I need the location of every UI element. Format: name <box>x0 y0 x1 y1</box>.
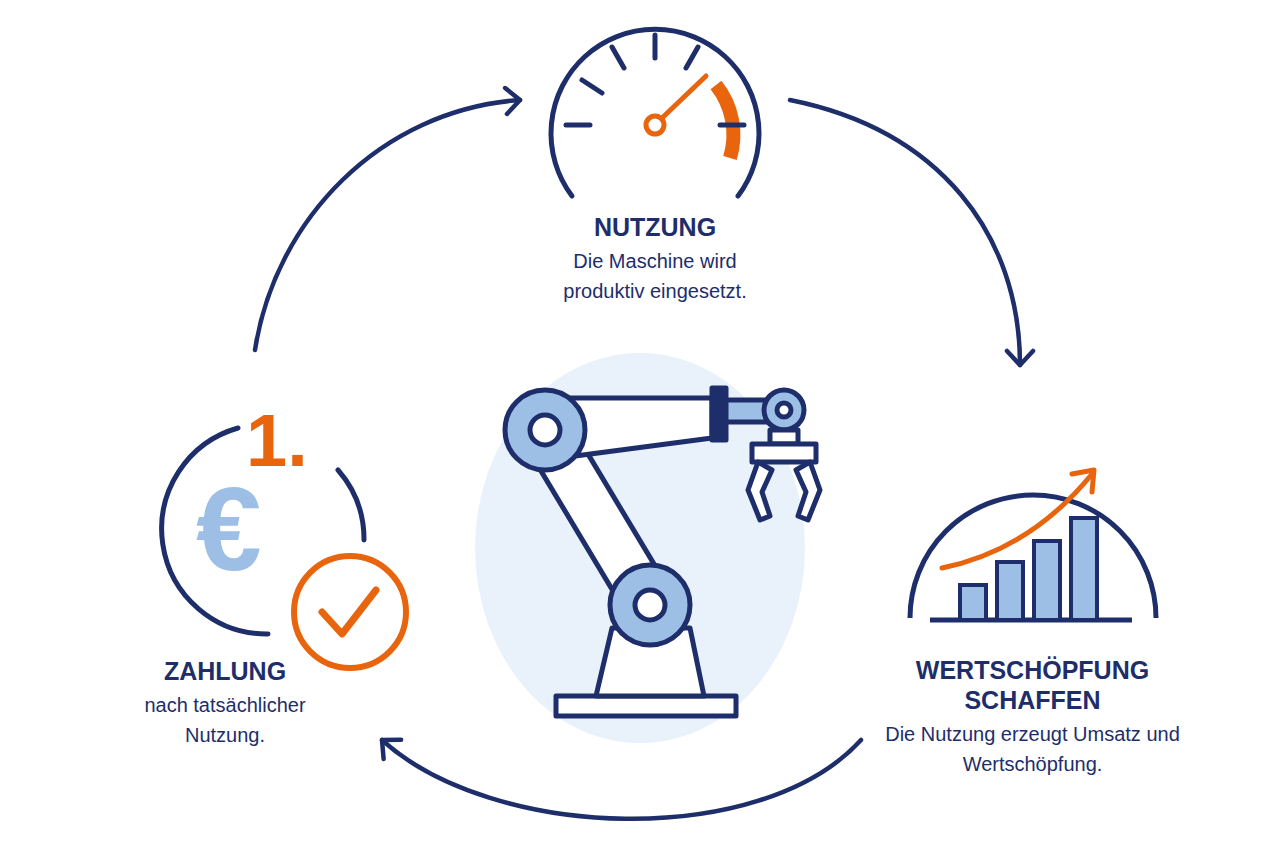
robot-backdrop <box>475 353 805 743</box>
node-description: Die Nutzung erzeugt Umsatz und Wertschöp… <box>883 719 1183 779</box>
cycle-arrow <box>790 100 1020 365</box>
node-heading: ZAHLUNG <box>115 656 335 686</box>
growth-chart-icon <box>910 470 1156 620</box>
cycle-arrow <box>255 100 520 350</box>
cycle-arrow <box>382 740 861 819</box>
currency-symbol: € <box>196 470 262 588</box>
gauge-icon <box>551 29 759 196</box>
node-heading: WERTSCHÖPFUNG SCHAFFEN <box>883 655 1183 715</box>
node-description: Die Maschine wird produktiv eingesetzt. <box>530 246 780 306</box>
robot-arm <box>505 388 820 716</box>
usage-node: NUTZUNG Die Maschine wird produktiv einge… <box>520 20 790 310</box>
node-heading: NUTZUNG <box>530 212 780 242</box>
value-node: WERTSCHÖPFUNG SCHAFFENDie Nutzung erzeug… <box>865 365 1200 783</box>
callout-number: 1. <box>246 404 308 478</box>
node-description: nach tatsächlicher Nutzung. <box>115 690 335 750</box>
